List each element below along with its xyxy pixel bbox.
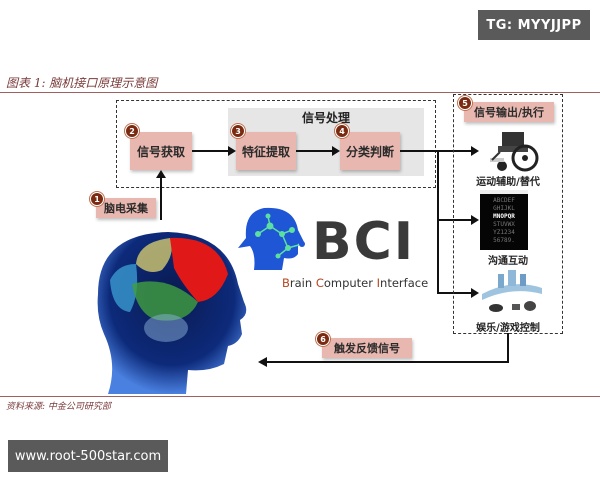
arrow-2-to-3 xyxy=(192,150,230,152)
step-badge-2: 2 xyxy=(125,124,139,138)
letter-matrix-icon: ABCDEF GHIJKL MNOPQR STUVWX YZ1234 56789… xyxy=(480,190,528,250)
matrix-row: ABCDEF xyxy=(493,197,515,204)
step-feedback: 触发反馈信号 xyxy=(322,338,412,358)
arrow-head-icon xyxy=(471,215,479,225)
branch-to-entertainment xyxy=(437,292,473,294)
caption-entertainment: 娱乐/游戏控制 xyxy=(476,323,540,334)
figure-title: 图表 1: 脑机接口原理示意图 xyxy=(6,76,158,90)
source-divider xyxy=(0,396,600,397)
watermark-tg-badge: TG: MYYJJPP xyxy=(478,10,590,40)
step-badge-6: 6 xyxy=(316,332,330,346)
arrow-head-icon xyxy=(228,146,236,156)
initial-c: C xyxy=(315,276,324,290)
branch-to-communication xyxy=(437,219,473,221)
branch-to-wheelchair xyxy=(437,150,473,152)
game-control-icon xyxy=(478,268,546,318)
step-label: 信号输出/执行 xyxy=(473,106,545,119)
step-badge-4: 4 xyxy=(335,124,349,138)
caption-communication: 沟通互动 xyxy=(488,256,528,267)
bci-logo-text: BCI xyxy=(312,212,416,272)
arrow-1-to-2 xyxy=(160,176,162,220)
output-line xyxy=(400,150,438,152)
step-badge-5: 5 xyxy=(458,96,472,110)
arrow-head-icon xyxy=(471,146,479,156)
watermark-url-badge: www.root-500star.com xyxy=(8,440,168,472)
step-eeg-collection: 脑电采集 xyxy=(96,198,156,218)
feedback-line-horizontal xyxy=(266,361,509,363)
feedback-line-vertical xyxy=(507,333,509,363)
step-label: 信号获取 xyxy=(136,144,185,159)
step-badge-1: 1 xyxy=(90,192,104,206)
source-note: 资料来源: 中金公司研究部 xyxy=(6,402,111,412)
bci-head-logo-icon xyxy=(234,204,314,274)
step-label: 触发反馈信号 xyxy=(334,342,400,355)
matrix-row: 56789. xyxy=(493,237,515,244)
step-label: 特征提取 xyxy=(241,144,290,159)
matrix-row-highlighted: MNOPQR xyxy=(493,213,515,220)
bci-logo-subtitle: Brain Computer Interface xyxy=(282,276,428,290)
matrix-row: STUVWX xyxy=(493,221,515,228)
output-branch-vertical xyxy=(437,150,439,294)
processing-region-dashed xyxy=(116,100,436,188)
step-signal-output: 信号输出/执行 xyxy=(464,102,554,122)
caption-motor-assist: 运动辅助/替代 xyxy=(476,177,540,188)
arrow-head-icon xyxy=(332,146,340,156)
step-signal-acquisition: 信号获取 xyxy=(130,132,192,170)
word-rest: rain xyxy=(289,276,316,290)
arrow-head-icon xyxy=(471,288,479,298)
arrow-3-to-4 xyxy=(296,150,334,152)
matrix-row: YZ1234 xyxy=(493,229,515,236)
brain-head-illustration xyxy=(78,224,258,394)
step-classification: 分类判断 xyxy=(340,132,400,170)
initial-i: I xyxy=(376,276,381,290)
step-feature-extraction: 特征提取 xyxy=(236,132,296,170)
word-rest: omputer xyxy=(323,276,377,290)
step-label: 分类判断 xyxy=(345,144,394,159)
step-badge-3: 3 xyxy=(231,124,245,138)
wheelchair-icon xyxy=(480,128,550,172)
word-rest: nterface xyxy=(380,276,429,290)
title-divider xyxy=(0,92,600,93)
step-label: 脑电采集 xyxy=(104,202,148,215)
arrow-head-icon xyxy=(156,170,166,178)
initial-b: B xyxy=(282,276,290,290)
signal-processing-label: 信号处理 xyxy=(301,111,350,125)
matrix-row: GHIJKL xyxy=(493,205,515,212)
arrow-head-icon xyxy=(258,357,267,367)
